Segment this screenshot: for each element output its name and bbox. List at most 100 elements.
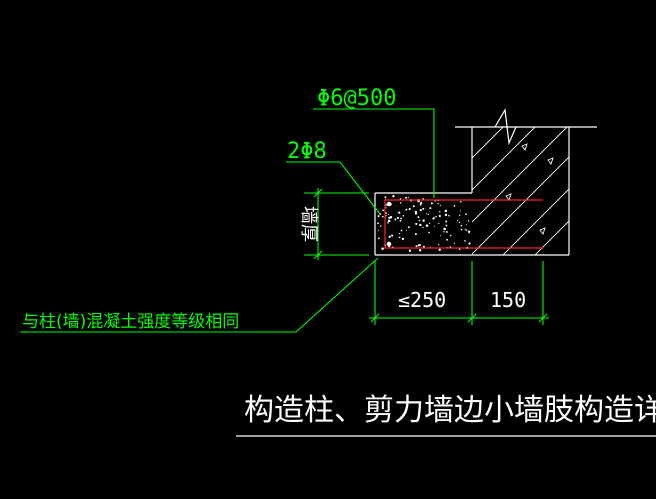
concrete-dot xyxy=(443,227,446,231)
concrete-dot xyxy=(465,229,468,231)
concrete-dot xyxy=(425,213,428,215)
concrete-dot xyxy=(391,234,394,237)
concrete-dot xyxy=(417,244,420,247)
concrete-dot xyxy=(422,245,425,248)
concrete-dot xyxy=(445,224,448,227)
concrete-dot xyxy=(422,219,425,222)
concrete-dot xyxy=(428,222,431,224)
concrete-dot xyxy=(459,214,461,216)
concrete-dot xyxy=(453,242,456,244)
leader-main-bars xyxy=(286,161,381,215)
concrete-dot xyxy=(399,198,402,200)
concrete-dot xyxy=(422,207,425,210)
concrete-dot xyxy=(389,215,393,219)
concrete-dot xyxy=(438,248,441,251)
concrete-dot xyxy=(468,232,470,234)
rebar-main-bars xyxy=(386,201,392,247)
main-bar-bottom xyxy=(386,241,392,247)
concrete-dot xyxy=(440,235,442,237)
concrete-note: 与柱(墙)混凝土强度等级相同 xyxy=(22,312,239,332)
leader-lines xyxy=(20,108,435,333)
main-bar-top xyxy=(386,201,392,207)
concrete-dot xyxy=(408,249,412,252)
concrete-dot xyxy=(438,222,440,225)
concrete-dot xyxy=(459,210,462,212)
concrete-dot xyxy=(377,230,379,232)
concrete-dot xyxy=(456,220,459,222)
concrete-dot xyxy=(460,224,463,227)
concrete-dot xyxy=(392,195,395,198)
concrete-dot xyxy=(420,201,423,205)
concrete-dot xyxy=(438,214,441,218)
concrete-dot xyxy=(418,248,422,252)
concrete-dot xyxy=(414,233,417,236)
concrete-dot xyxy=(422,226,424,228)
concrete-dot xyxy=(445,230,448,233)
concrete-dot xyxy=(419,203,422,206)
concrete-dot xyxy=(445,220,448,223)
concrete-dot xyxy=(439,211,441,213)
concrete-dot xyxy=(458,248,461,250)
stirrup-label: Φ6@500 xyxy=(317,86,396,111)
concrete-dot xyxy=(399,202,402,204)
concrete-dot xyxy=(399,219,402,222)
concrete-dot xyxy=(467,230,471,233)
concrete-dot xyxy=(449,234,452,237)
drawing-title: 构造柱、剪力墙边小墙肢构造详图 xyxy=(244,393,656,428)
concrete-dot xyxy=(433,216,435,219)
leader-concrete xyxy=(20,257,379,333)
concrete-dot xyxy=(439,204,441,207)
concrete-dot xyxy=(415,245,418,248)
concrete-dot xyxy=(398,236,401,239)
concrete-dot xyxy=(414,212,418,215)
concrete-dot xyxy=(412,205,415,208)
rebar-stirrup xyxy=(384,199,543,249)
concrete-dot xyxy=(438,244,440,246)
concrete-dot xyxy=(385,215,387,217)
dimension-wall-thickness xyxy=(304,188,369,260)
concrete-dot xyxy=(430,202,433,205)
concrete-dot xyxy=(468,220,470,222)
concrete-dot xyxy=(419,208,422,212)
concrete-dot xyxy=(387,219,391,223)
concrete-dot xyxy=(379,225,382,227)
concrete-dot xyxy=(444,209,448,213)
concrete-dot xyxy=(425,224,429,227)
concrete-speckle xyxy=(377,195,471,252)
concrete-dot xyxy=(433,225,436,227)
concrete-dot xyxy=(385,212,387,214)
concrete-dot xyxy=(468,242,471,245)
concrete-dot xyxy=(415,222,418,225)
concrete-dot xyxy=(458,221,460,224)
concrete-dot xyxy=(464,240,466,242)
concrete-dot xyxy=(418,219,421,222)
concrete-dot xyxy=(377,215,380,218)
break-symbol xyxy=(494,108,517,146)
concrete-dot xyxy=(400,229,403,232)
concrete-dot xyxy=(453,205,456,207)
concrete-dot xyxy=(435,216,437,218)
concrete-dot xyxy=(429,207,432,210)
concrete-dot xyxy=(398,232,401,235)
concrete-dot xyxy=(382,209,385,212)
concrete-dot xyxy=(400,217,403,220)
concrete-dot xyxy=(437,202,439,205)
wall-hatching xyxy=(472,127,569,255)
concrete-dot xyxy=(402,214,405,217)
concrete-dot xyxy=(446,238,448,241)
concrete-dot xyxy=(465,213,467,216)
concrete-dot xyxy=(405,208,408,211)
concrete-dot xyxy=(407,196,409,199)
leader-stirrup xyxy=(313,108,435,198)
small-wall-limb xyxy=(374,192,569,256)
concrete-dot xyxy=(417,216,420,219)
concrete-dot xyxy=(408,207,411,211)
concrete-dot xyxy=(444,213,448,217)
concrete-dot xyxy=(460,228,463,231)
concrete-dot xyxy=(459,201,462,203)
concrete-dot xyxy=(427,213,429,216)
concrete-dot xyxy=(387,213,389,215)
concrete-dot xyxy=(464,228,466,231)
